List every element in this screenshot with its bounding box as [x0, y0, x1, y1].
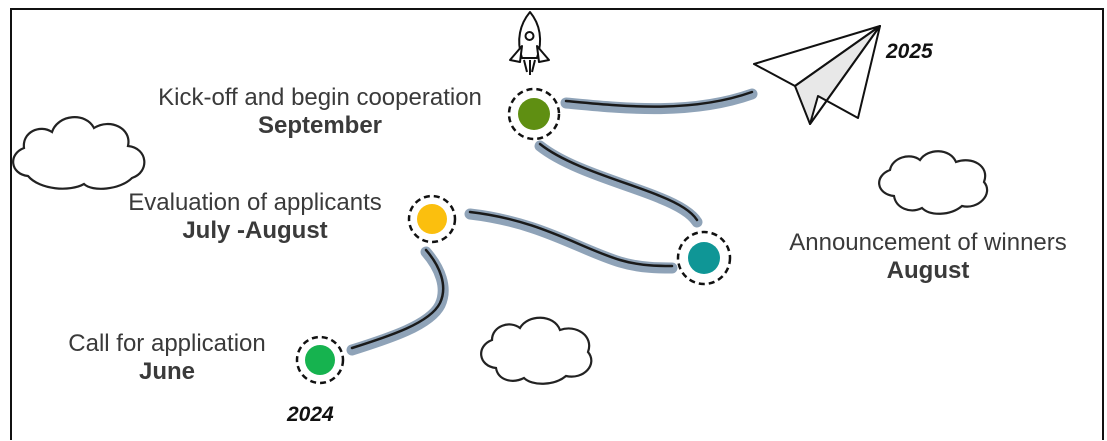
- road-segment-3: [534, 140, 703, 228]
- road-segment-2: [464, 208, 678, 274]
- milestone-label-july-august: Evaluation of applicants July -August: [110, 189, 400, 245]
- road-segment-1: [346, 246, 449, 356]
- cloud-icon: [878, 150, 989, 215]
- milestone-label-august: Announcement of winners August: [766, 229, 1090, 285]
- milestone-dot-july-august: [407, 194, 457, 244]
- milestone-label-june: Call for application June: [54, 330, 280, 386]
- road-segment-4: [560, 88, 758, 115]
- paper-plane-icon: [753, 25, 881, 125]
- cloud-icon: [480, 316, 593, 385]
- rocket-icon: [509, 11, 550, 75]
- milestone-dot-june: [295, 335, 345, 385]
- diagram-frame: [10, 8, 1104, 440]
- year-end-label: 2025: [886, 40, 933, 63]
- milestone-title: Kick-off and begin cooperation: [158, 84, 482, 111]
- milestone-title: Evaluation of applicants: [128, 189, 382, 216]
- milestone-dot-september: [507, 87, 561, 141]
- milestone-title: Announcement of winners: [789, 229, 1067, 256]
- milestone-date: August: [886, 257, 970, 284]
- year-start-label: 2024: [287, 403, 334, 426]
- milestone-date: June: [138, 358, 195, 385]
- milestone-date: July -August: [182, 217, 328, 244]
- milestone-title: Call for application: [68, 330, 266, 357]
- cloud-icon: [12, 116, 146, 190]
- milestone-label-september: Kick-off and begin cooperation September: [135, 84, 505, 140]
- milestone-date: September: [257, 112, 383, 139]
- milestone-dot-august: [676, 230, 732, 286]
